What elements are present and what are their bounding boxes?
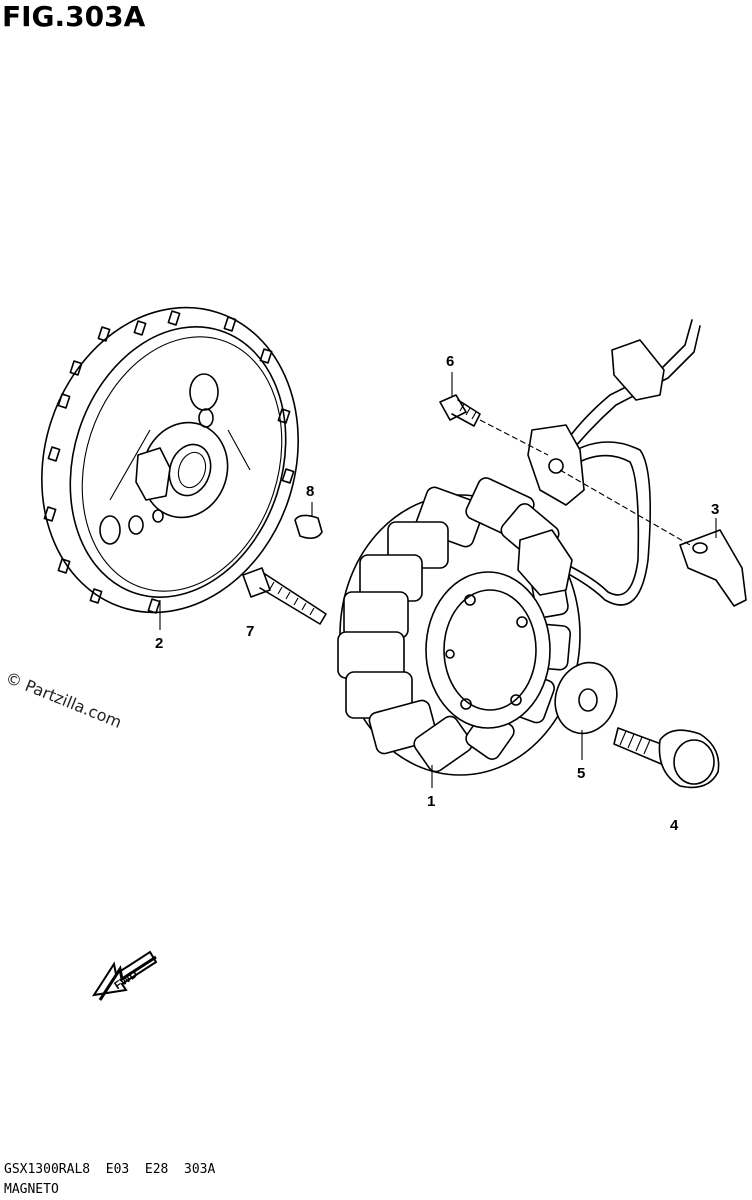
wire-clamp[interactable] <box>679 529 747 607</box>
rotor-bolt[interactable] <box>242 567 327 625</box>
callout-5: 5 <box>577 765 585 782</box>
footer-model-line: GSX1300RAL8 E03 E28 303A <box>4 1162 216 1177</box>
wire-clamp-block <box>527 424 585 506</box>
stator-assembly[interactable] <box>337 319 701 776</box>
callout-7: 7 <box>246 623 254 640</box>
hub-nut <box>135 447 171 501</box>
callout-8: 8 <box>306 483 314 500</box>
callout-1: 1 <box>427 793 435 810</box>
stator-bolt[interactable] <box>613 727 720 789</box>
callout-4: 4 <box>670 817 679 834</box>
flywheel-rotor[interactable] <box>3 274 337 646</box>
callout-3: 3 <box>711 501 719 518</box>
callout-6: 6 <box>446 353 454 370</box>
flywheel-teeth <box>43 310 295 614</box>
footer-section-name: MAGNETO <box>4 1182 59 1197</box>
stator-grommet <box>517 529 573 596</box>
woodruff-key[interactable] <box>294 514 323 540</box>
footer: GSX1300RAL8 E03 E28 303A MAGNETO <box>4 1160 215 1200</box>
figure-title: FIG.303A <box>2 0 146 33</box>
clamp-screw[interactable] <box>439 394 481 427</box>
harness-connector <box>611 339 665 401</box>
washer[interactable] <box>545 654 626 742</box>
leader-lines <box>159 372 717 788</box>
fwd-arrow: FWD <box>91 950 158 1001</box>
callout-2: 2 <box>155 635 163 652</box>
